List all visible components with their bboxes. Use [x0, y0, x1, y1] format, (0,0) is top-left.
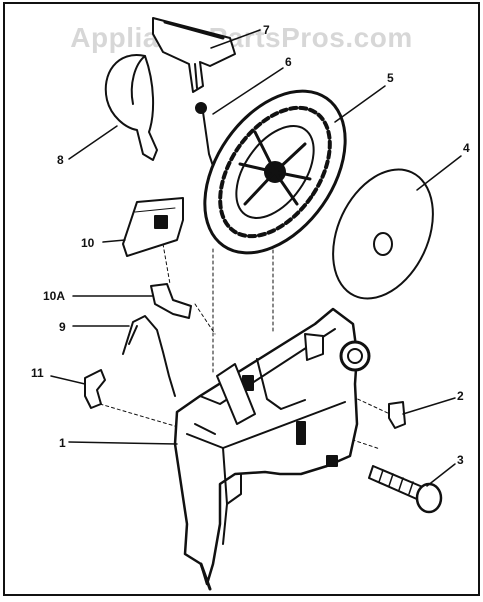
callout-6: 6	[285, 55, 292, 69]
assembly-guide-lines	[99, 243, 391, 450]
part-8-spring-wire	[104, 54, 158, 161]
callout-2: 2	[457, 389, 464, 403]
diagram-frame: AppliancePartsPros.com	[3, 2, 480, 596]
part-7-bracket	[152, 17, 236, 93]
part-1-main-frame	[173, 307, 371, 591]
part-10a-clip	[150, 283, 192, 319]
part-2-bracket	[388, 401, 406, 429]
part-5-wheel	[203, 89, 347, 255]
callout-1: 1	[59, 436, 66, 450]
callout-10: 10	[81, 236, 95, 250]
callout-9: 9	[59, 320, 66, 334]
callout-8: 8	[57, 153, 64, 167]
callout-5: 5	[387, 71, 394, 85]
callout-labels: 7 6 5 4 8 10 10A 9 11 1 2 3	[31, 23, 470, 467]
part-4-hub-disc	[332, 168, 434, 300]
part-9-wire-rod	[122, 315, 176, 397]
exploded-parts-diagram: 7 6 5 4 8 10 10A 9 11 1 2 3	[31, 17, 470, 591]
callout-10a: 10A	[43, 289, 65, 303]
part-6-wire-link	[195, 102, 216, 173]
part-3-bolt	[368, 465, 443, 514]
callout-11: 11	[31, 366, 44, 380]
callout-4: 4	[463, 141, 470, 155]
part-10-plate	[122, 197, 184, 257]
callout-3: 3	[457, 453, 464, 467]
part-11-latch	[84, 369, 106, 409]
callout-7: 7	[263, 23, 270, 37]
leader-lines	[50, 29, 462, 487]
